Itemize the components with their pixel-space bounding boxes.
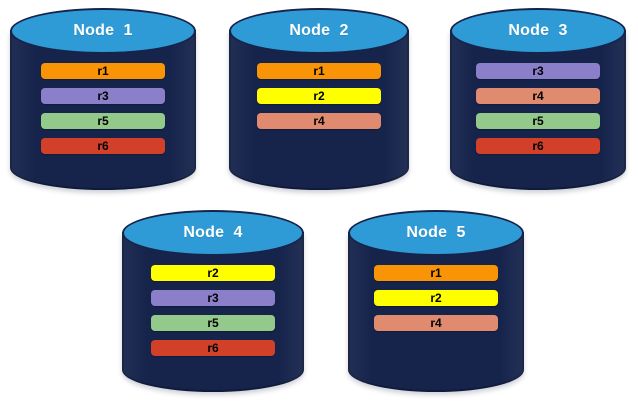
replica-bar-r5[interactable]: r5 (41, 113, 165, 129)
replica-bar-r5[interactable]: r5 (476, 113, 600, 129)
replica-bar-r1[interactable]: r1 (257, 63, 381, 79)
database-node-5[interactable]: Node 5 r1 r2 r4 (348, 210, 524, 392)
replica-label: r2 (430, 291, 442, 305)
node-title: Node 3 (508, 22, 568, 39)
replica-label: r3 (207, 291, 219, 305)
cylinder-top-ellipse: Node 2 (229, 8, 409, 54)
database-node-3[interactable]: Node 3 r3 r4 r5 r6 (450, 8, 626, 190)
replica-label: r5 (207, 316, 219, 330)
replica-label: r1 (430, 266, 442, 280)
replica-bar-r4[interactable]: r4 (374, 315, 498, 331)
cylinder-top-ellipse: Node 3 (450, 8, 626, 54)
replica-label: r3 (97, 89, 109, 103)
replica-bar-r2[interactable]: r2 (374, 290, 498, 306)
replica-bar-r2[interactable]: r2 (151, 265, 275, 281)
replica-bar-r6[interactable]: r6 (151, 340, 275, 356)
node-title: Node 5 (406, 224, 466, 241)
cylinder-body (122, 232, 304, 392)
replica-list: r2 r3 r5 r6 (122, 265, 304, 356)
cylinder-top-ellipse: Node 4 (122, 210, 304, 256)
database-node-2[interactable]: Node 2 r1 r2 r4 (229, 8, 409, 190)
replica-label: r4 (313, 114, 325, 128)
replica-bar-r3[interactable]: r3 (476, 63, 600, 79)
replica-bar-r6[interactable]: r6 (41, 138, 165, 154)
replica-label: r6 (97, 139, 109, 153)
replica-list: r3 r4 r5 r6 (450, 63, 626, 154)
database-node-4[interactable]: Node 4 r2 r3 r5 r6 (122, 210, 304, 392)
replica-label: r2 (313, 89, 325, 103)
cylinder-body (348, 232, 524, 392)
replica-bar-r6[interactable]: r6 (476, 138, 600, 154)
cylinder-top-ellipse: Node 5 (348, 210, 524, 256)
replica-label: r1 (313, 64, 325, 78)
replica-label: r6 (532, 139, 544, 153)
replica-bar-r1[interactable]: r1 (41, 63, 165, 79)
replica-label: r1 (97, 64, 109, 78)
cylinder-top-ellipse: Node 1 (10, 8, 196, 54)
replica-bar-r2[interactable]: r2 (257, 88, 381, 104)
replica-label: r4 (430, 316, 442, 330)
replica-list: r1 r3 r5 r6 (10, 63, 196, 154)
node-title: Node 1 (73, 22, 133, 39)
replica-label: r2 (207, 266, 219, 280)
replica-bar-r4[interactable]: r4 (476, 88, 600, 104)
replica-label: r6 (207, 341, 219, 355)
replica-bar-r1[interactable]: r1 (374, 265, 498, 281)
replica-label: r4 (532, 89, 544, 103)
node-title: Node 2 (289, 22, 349, 39)
replica-bar-r4[interactable]: r4 (257, 113, 381, 129)
replica-bar-r3[interactable]: r3 (151, 290, 275, 306)
node-title: Node 4 (183, 224, 243, 241)
replica-label: r5 (532, 114, 544, 128)
replica-label: r5 (97, 114, 109, 128)
replica-list: r1 r2 r4 (229, 63, 409, 129)
cylinder-body (229, 30, 409, 190)
replica-bar-r3[interactable]: r3 (41, 88, 165, 104)
database-node-1[interactable]: Node 1 r1 r3 r5 r6 (10, 8, 196, 190)
replica-bar-r5[interactable]: r5 (151, 315, 275, 331)
replica-list: r1 r2 r4 (348, 265, 524, 331)
replica-label: r3 (532, 64, 544, 78)
